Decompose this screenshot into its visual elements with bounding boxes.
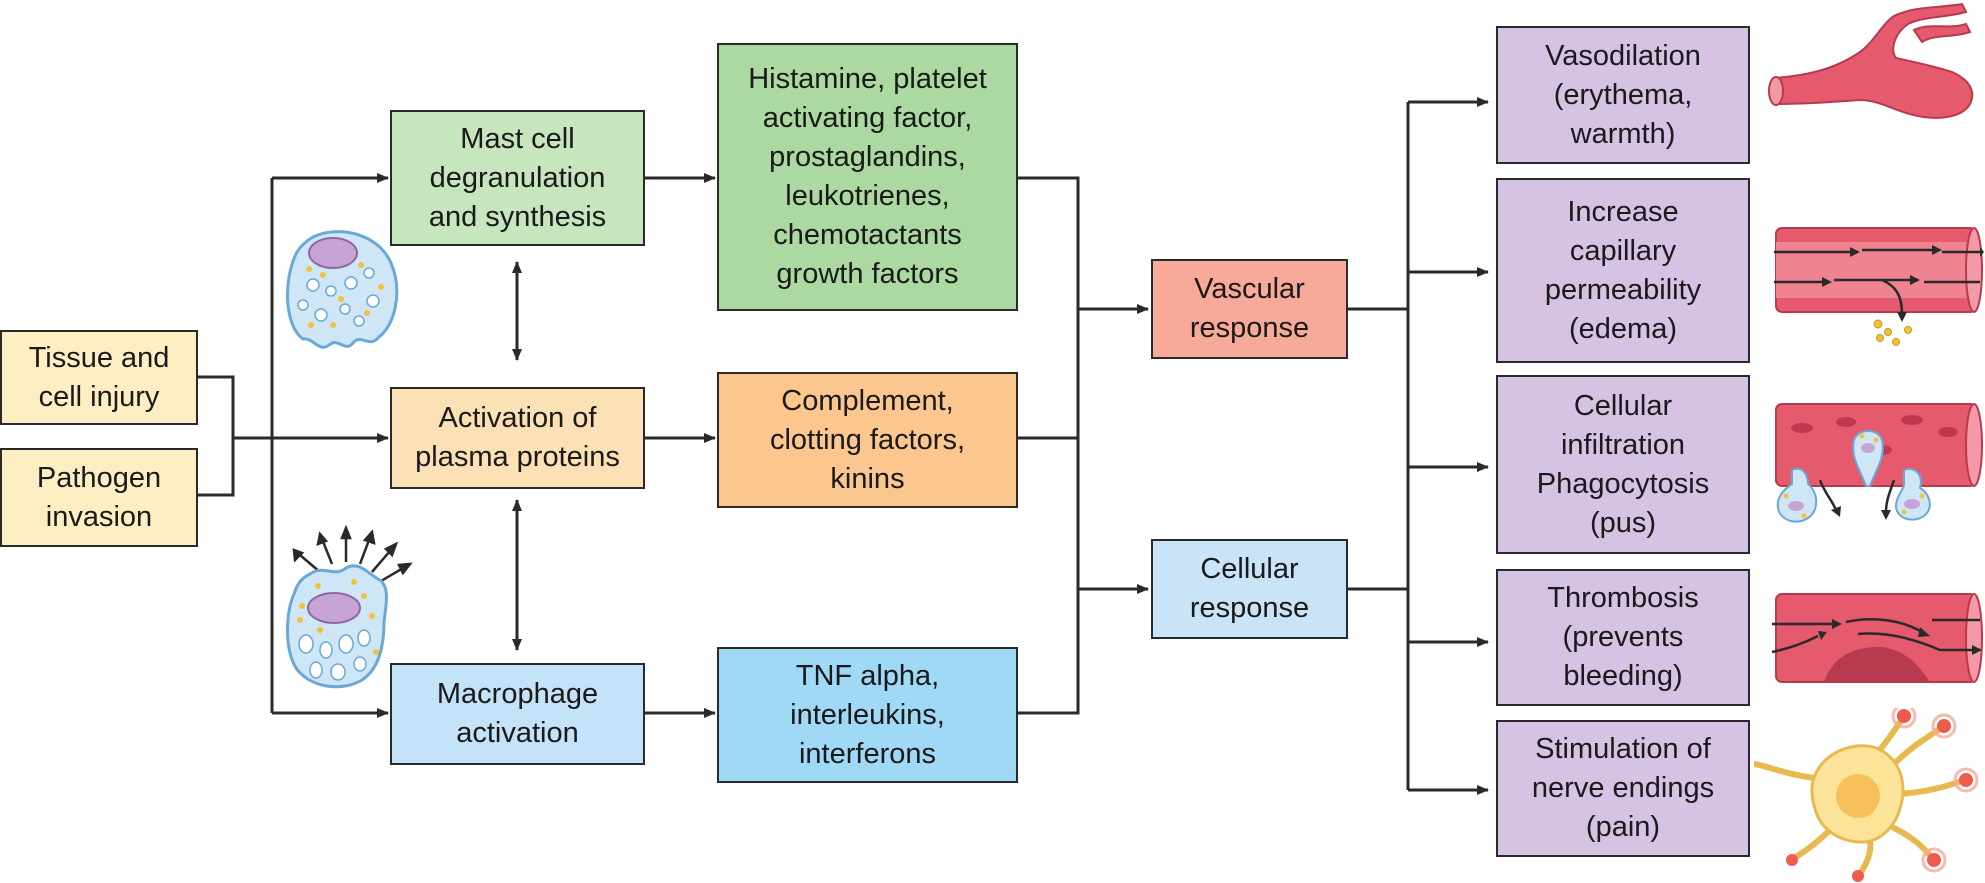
- response-vascular-label: Vascular response: [1189, 273, 1310, 344]
- pathway-macrophage: Macrophage activation: [390, 663, 645, 765]
- mediators-mast-cell: Histamine, platelet activating factor, p…: [717, 43, 1018, 311]
- mediator-merge-line: [1018, 176, 1080, 715]
- trigger-pathogen-invasion-label: Pathogen invasion: [36, 461, 162, 533]
- outcome-thrombosis: Thrombosis (prevents bleeding): [1496, 569, 1750, 706]
- mediators-mast-cell-label: Histamine, platelet activating factor, p…: [748, 63, 987, 290]
- outcome-permeability: Increase capillary permeability (edema): [1496, 178, 1750, 363]
- mediators-plasma-proteins-label: Complement, clotting factors, kinins: [769, 384, 966, 495]
- pathway-plasma-proteins: Activation of plasma proteins: [390, 387, 645, 489]
- thrombus-vessel-icon: [1771, 593, 1983, 683]
- pathway-plasma-proteins-label: Activation of plasma proteins: [415, 402, 620, 473]
- pathway-mast-cell-label: Mast cell degranulation and synthesis: [428, 122, 607, 233]
- outcome-permeability-label: Increase capillary permeability (edema): [1544, 195, 1702, 345]
- mediators-plasma-proteins: Complement, clotting factors, kinins: [717, 372, 1018, 508]
- outcome-infiltration-label: Cellular infiltration Phagocytosis (pus): [1536, 389, 1710, 539]
- outcome-vasodilation-label: Vasodilation (erythema, warmth): [1545, 39, 1701, 150]
- pathway-macrophage-label: Macrophage activation: [436, 678, 599, 749]
- leaky-capillary-icon: [1774, 227, 1984, 346]
- nerve-ending-icon: [1754, 708, 1979, 882]
- outcome-vasodilation: Vasodilation (erythema, warmth): [1496, 26, 1750, 164]
- trigger-tissue-injury-label: Tissue and cell injury: [28, 341, 170, 413]
- trigger-tissue-injury: Tissue and cell injury: [0, 330, 198, 425]
- mast-cell-icon: [286, 230, 399, 349]
- response-cellular: Cellular response: [1151, 539, 1348, 639]
- outcome-nerve: Stimulation of nerve endings (pain): [1496, 720, 1750, 857]
- pathway-mast-cell: Mast cell degranulation and synthesis: [390, 110, 645, 246]
- leukocyte-migration-icon: [1775, 403, 1983, 523]
- macrophage-icon: [286, 524, 413, 689]
- outcome-thrombosis-label: Thrombosis (prevents bleeding): [1547, 582, 1699, 692]
- dilated-vessel-icon: [1768, 2, 1974, 119]
- trigger-merge-line: [198, 375, 235, 497]
- mediators-macrophage-label: TNF alpha, interleukins, interferons: [790, 659, 945, 770]
- response-cellular-label: Cellular response: [1189, 553, 1310, 624]
- mediators-macrophage: TNF alpha, interleukins, interferons: [717, 647, 1018, 783]
- trigger-pathogen-invasion: Pathogen invasion: [0, 448, 198, 547]
- outcome-nerve-label: Stimulation of nerve endings (pain): [1531, 733, 1715, 843]
- outcome-infiltration: Cellular infiltration Phagocytosis (pus): [1496, 375, 1750, 554]
- response-vascular: Vascular response: [1151, 259, 1348, 359]
